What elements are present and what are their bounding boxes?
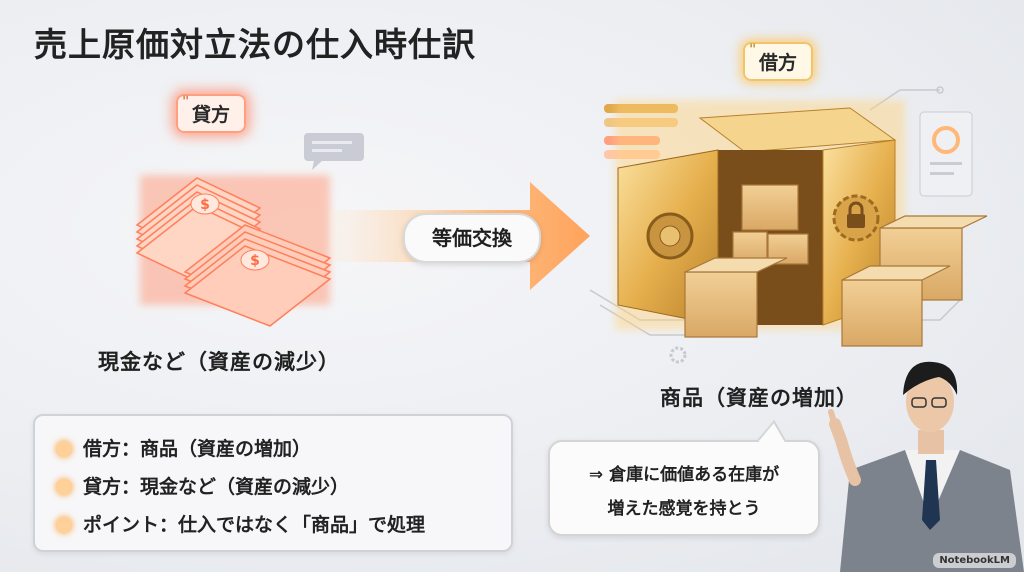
debit-tag: " 借方 <box>743 42 814 81</box>
page-title: 売上原価対立法の仕入時仕訳 <box>34 25 476 64</box>
summary-item-debit: 借方：商品（資産の増加） <box>83 438 312 460</box>
presenter-figure <box>828 361 1024 572</box>
money-icon: $ $ <box>135 175 332 327</box>
dashboard-panel-icon <box>919 111 973 197</box>
right-caption: 商品（資産の増加） <box>660 386 858 410</box>
bullet-icon <box>57 442 71 456</box>
brand-watermark: NotebookLM <box>933 553 1016 568</box>
chat-icon <box>304 133 364 170</box>
summary-item-credit: 貸方：現金など（資産の減少） <box>83 476 350 498</box>
box-icon <box>684 184 988 347</box>
svg-text:$: $ <box>200 197 210 213</box>
list-item: 貸方：現金など（資産の減少） <box>57 468 511 506</box>
left-caption: 現金など（資産の減少） <box>98 350 340 374</box>
quote-mark: " <box>182 94 190 110</box>
bubble-line-2: 増えた感覚を持とう <box>607 499 761 519</box>
gear-icon <box>669 346 687 364</box>
bubble-line-1: ⇒ 倉庫に価値ある在庫が <box>588 465 780 485</box>
bullet-icon <box>57 480 71 494</box>
lock-icon <box>832 194 880 242</box>
bullet-icon <box>57 518 71 532</box>
summary-box: 借方：商品（資産の増加） 貸方：現金など（資産の減少） ポイント：仕入ではなく「… <box>33 414 513 552</box>
credit-tag: " 貸方 <box>176 94 247 133</box>
list-item: 借方：商品（資産の増加） <box>57 430 511 468</box>
speech-bubble: ⇒ 倉庫に価値ある在庫が 増えた感覚を持とう <box>548 419 820 536</box>
summary-item-point: ポイント：仕入ではなく「商品」で処理 <box>83 514 426 536</box>
svg-text:$: $ <box>250 253 260 269</box>
credit-tag-label: 貸方 <box>192 104 231 126</box>
list-item: ポイント：仕入ではなく「商品」で処理 <box>57 506 511 544</box>
debit-tag-label: 借方 <box>759 52 798 74</box>
quote-mark: " <box>749 42 757 58</box>
dollar-sign-icon: $ $ <box>190 193 270 271</box>
exchange-label: 等価交換 <box>403 213 541 263</box>
